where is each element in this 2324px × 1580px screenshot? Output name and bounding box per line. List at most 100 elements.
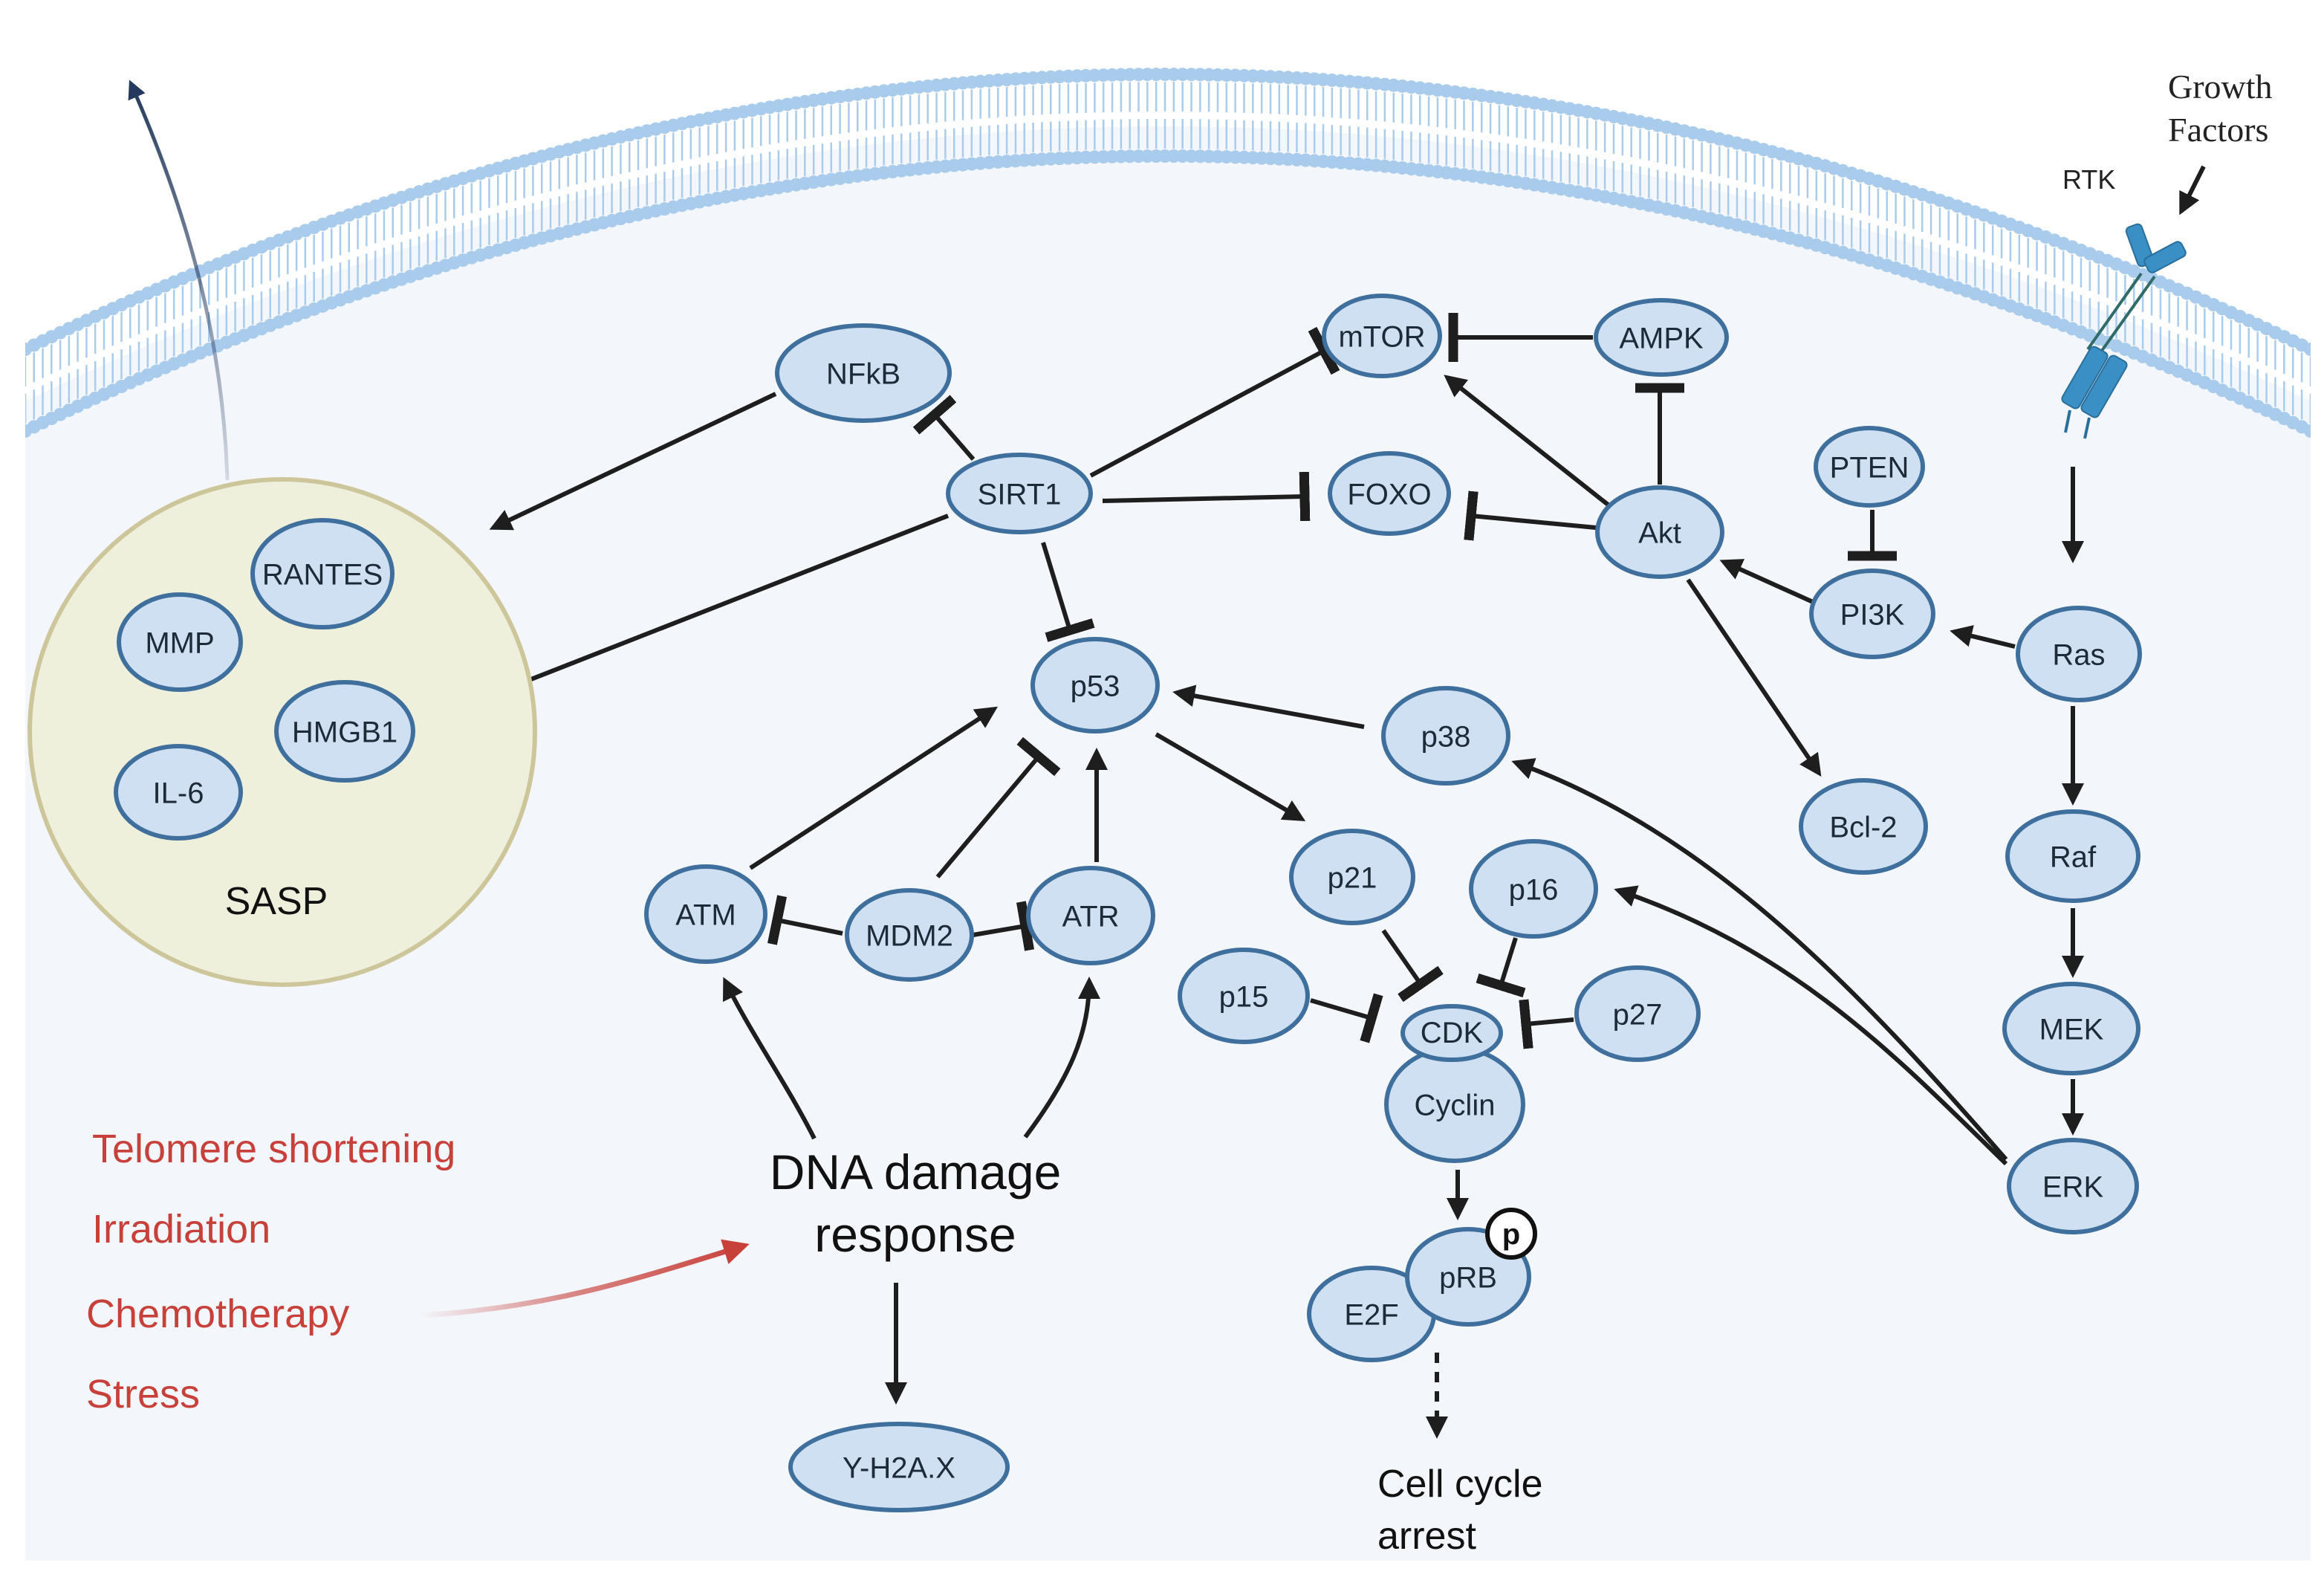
node-atm: ATM [644,864,767,964]
node-ampk: AMPK [1594,298,1729,377]
edge-growth-rtk [2179,165,2206,216]
growth-factors-line1: Growth [2168,68,2273,106]
node-label-p27: p27 [1613,998,1663,1031]
node-label-ras: Ras [2052,638,2105,671]
edge-akt-bcl2 [1686,578,1822,777]
node-label-hmgb1: HMGB1 [292,716,397,748]
node-label-raf: Raf [2050,841,2097,873]
edge-ddr-atr [1023,977,1100,1139]
node-label-mtor: mTOR [1338,320,1425,353]
node-erk: ERK [2007,1138,2139,1234]
edge-p27-cdk [1519,999,1574,1049]
node-cyclin: Cyclin [1384,1046,1525,1163]
dna-damage-response-line2: response [814,1207,1016,1262]
node-label-cyclin: Cyclin [1415,1089,1496,1121]
pathway-edges [128,80,2206,1439]
node-mmp: MMP [117,592,243,692]
edge-sirt1-mtor [1089,326,1340,478]
node-label-e2f: E2F [1344,1298,1398,1331]
pathway-nodes: Y-H2A.X Cyclin CDK E2F pRB NFkB SIRT1 mTOR AMPK F… [114,294,2142,1512]
dna-damage-response-line1: DNA damage [770,1144,1062,1199]
node-mtor: mTOR [1322,294,1442,378]
node-sirt1: SIRT1 [946,453,1093,534]
edge-p53-p21 [1155,732,1306,822]
edge-sirt1-foxo [1102,471,1311,522]
stressor-3: Stress [86,1372,200,1417]
phosphate-badge: p [1485,1208,1537,1260]
node-atr: ATR [1026,866,1155,965]
edge-mdm2-atm [767,895,843,945]
node-label-mdm2: MDM2 [866,919,953,952]
node-label-p53: p53 [1071,670,1120,702]
node-yh2ax: Y-H2A.X [788,1422,1010,1512]
edge-ddr-atm [722,977,817,1140]
node-il6: IL-6 [114,744,243,841]
edge-atm-p53 [749,706,999,870]
edge-sirt1-nfkb [912,395,976,461]
node-label-mek: MEK [2039,1013,2104,1046]
node-label-sirt1: SIRT1 [978,478,1062,511]
phosphate-label: p [1502,1218,1520,1251]
edge-akt-foxo [1464,490,1597,541]
cell-background [25,126,2311,1561]
rtk-label: RTK [2062,164,2115,195]
node-label-il6: IL-6 [153,777,204,809]
node-label-erk: ERK [2042,1171,2104,1203]
node-label-pten: PTEN [1830,451,1909,484]
node-label-mmp: MMP [145,627,214,659]
edge-sirt1-p53 [1041,542,1095,642]
edge-p15-cdk [1310,993,1383,1043]
node-pten: PTEN [1814,426,1925,508]
node-pi3k: PI3K [1809,569,1935,659]
edge-nfkb-sasp [489,392,777,531]
node-akt: Akt [1595,485,1724,579]
node-label-akt: Akt [1638,517,1681,549]
edge-mdm2-atr [973,901,1035,951]
node-hmgb1: HMGB1 [274,680,415,783]
node-label-prb: pRB [1439,1261,1497,1294]
node-label-cdk: CDK [1421,1017,1484,1049]
node-label-p38: p38 [1421,720,1471,753]
node-cdk: CDK [1400,1004,1503,1062]
edge-sasp-secretion [128,80,230,481]
node-p53: p53 [1030,637,1160,734]
node-label-nfkb: NFkB [826,357,900,390]
edge-stressors-ddr [420,1239,750,1318]
node-label-bcl2: Bcl-2 [1829,811,1897,844]
node-label-foxo: FOXO [1347,478,1431,511]
node-label-p16: p16 [1509,873,1559,906]
sasp-label: SASP [225,880,328,923]
node-label-rantes: RANTES [262,558,383,591]
node-p38: p38 [1381,686,1510,786]
node-label-yh2ax: Y-H2A.X [843,1451,955,1484]
node-raf: Raf [2005,809,2140,903]
edge-erk-p38 [1511,758,2008,1161]
edge-ras-pi3k [1950,625,2016,649]
node-mdm2: MDM2 [845,888,974,982]
node-ras: Ras [2016,606,2142,702]
edge-akt-mtor [1444,375,1612,509]
cell-membrane [25,68,2311,438]
node-p16: p16 [1469,839,1598,939]
edge-erk-p16 [1614,885,2008,1166]
node-nfkb: NFkB [775,323,952,423]
stressor-2: Chemotherapy [86,1292,349,1336]
growth-factors-line2: Factors [2168,111,2268,149]
node-bcl2: Bcl-2 [1799,778,1928,875]
node-label-pi3k: PI3K [1840,598,1905,631]
node-rantes: RANTES [250,518,395,629]
edge-pi3k-akt [1719,559,1814,604]
stressor-0: Telomere shortening [92,1127,455,1171]
node-e2f: E2F [1307,1266,1436,1362]
node-foxo: FOXO [1328,451,1451,536]
edge-p21-cdk [1381,929,1444,1003]
node-label-atm: ATM [675,899,736,931]
node-mek: MEK [2002,982,2140,1075]
node-label-ampk: AMPK [1619,322,1704,354]
rtk-receptor-icon [2061,223,2187,439]
edge-p16-cdk [1476,937,1526,998]
node-label-p15: p15 [1219,980,1269,1013]
edge-mdm2-p53 [935,736,1061,878]
edge-p38-p53 [1172,684,1365,729]
